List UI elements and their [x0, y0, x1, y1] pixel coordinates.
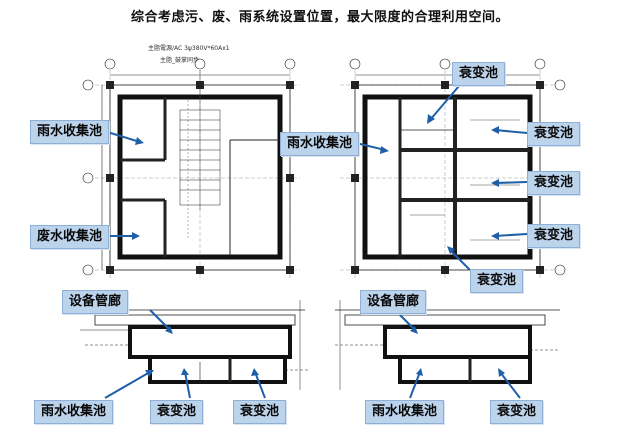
label-equipment-corridor-right: 设备管廊 — [360, 290, 427, 314]
label-decay-section-b: 衰变池 — [233, 400, 287, 424]
label-rain-collection-section-right: 雨水收集池 — [365, 400, 445, 424]
label-rain-collection-right: 雨水收集池 — [280, 132, 360, 156]
power-note: 主脂電源/AC 3ψ380V*60Ax1 — [148, 45, 230, 52]
label-rain-collection-section-left: 雨水收集池 — [34, 400, 114, 424]
label-decay-section-right: 衰变池 — [490, 400, 544, 424]
label-decay-r2: 衰变池 — [527, 171, 581, 195]
label-equipment-corridor-left: 设备管廊 — [62, 290, 129, 314]
label-decay-r1: 衰变池 — [527, 122, 581, 146]
left-plan-drawing — [82, 58, 300, 280]
label-waste-collection: 废水收集池 — [30, 225, 110, 249]
sync-note: 主脂_鼓掌同步 — [160, 57, 200, 64]
label-decay-r3: 衰变池 — [527, 224, 581, 248]
label-decay-top: 衰变池 — [452, 62, 506, 86]
label-decay-bottom: 衰变池 — [470, 269, 524, 293]
label-rain-collection-left: 雨水收集池 — [30, 120, 110, 144]
page-heading: 综合考虑污、废、雨系统设置位置，最大限度的合理利用空间。 — [130, 10, 509, 25]
right-section-drawing — [335, 300, 560, 390]
left-section-drawing — [80, 300, 310, 390]
label-decay-section-a: 衰变池 — [150, 400, 204, 424]
